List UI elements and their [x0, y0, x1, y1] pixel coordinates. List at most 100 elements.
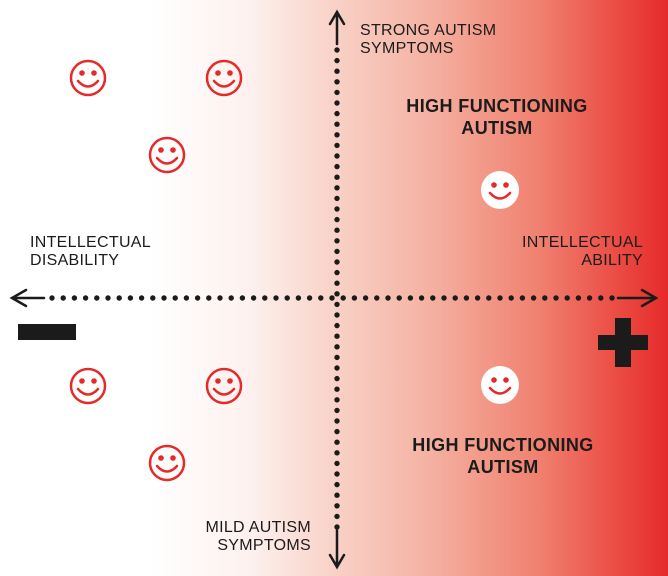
hfa-top-label: HIGH FUNCTIONING AUTISM: [406, 96, 588, 138]
axis-dot: [60, 295, 66, 301]
smiley-icon: [69, 59, 107, 97]
axis-dot: [250, 295, 257, 301]
axis-dot: [183, 295, 190, 301]
axis-dot: [334, 206, 340, 212]
axis-dot: [441, 295, 447, 301]
axis-dot: [463, 295, 470, 301]
axis-dot: [334, 312, 340, 318]
smiley-icon: [148, 444, 186, 482]
axis-dot: [508, 295, 514, 301]
axis-dot: [334, 121, 340, 127]
axis-dot: [334, 110, 340, 117]
axis-dot: [452, 295, 458, 301]
hfa-bottom-label: HIGH FUNCTIONING AUTISM: [412, 435, 594, 477]
axis-dot: [334, 513, 340, 520]
axis-dot: [334, 322, 340, 329]
strong-symptoms-label: STRONG AUTISM SYMPTOMS: [360, 22, 497, 57]
axis-dot: [295, 295, 302, 301]
axis-dot: [334, 428, 340, 435]
axis-dot: [334, 503, 340, 509]
axis-dot: [334, 100, 340, 106]
axis-dot: [396, 295, 402, 301]
axis-dot: [374, 295, 380, 301]
axis-dot: [217, 295, 223, 301]
axis-dot: [334, 142, 340, 149]
axis-dot: [407, 295, 414, 301]
axis-dot: [334, 57, 340, 64]
axis-dot: [334, 47, 340, 53]
axis-dot: [530, 295, 537, 301]
axis-dot: [273, 295, 279, 301]
axis-dot: [474, 295, 481, 301]
axis-dot: [194, 295, 201, 301]
axis-dot: [150, 295, 156, 301]
horizontal-axis-left-arrow: [9, 288, 46, 308]
axis-dot: [138, 295, 145, 301]
vertical-axis-up-arrow: [328, 9, 346, 46]
axis-dot: [172, 295, 178, 301]
axis-dot: [284, 295, 290, 301]
axis-dot: [542, 295, 548, 301]
horizontal-axis-dotted-line: [49, 295, 615, 301]
axis-dot: [598, 295, 604, 301]
minus-sign: [18, 324, 76, 340]
axis-dot: [334, 259, 340, 265]
axis-dot: [82, 295, 89, 301]
faces-layer: [69, 59, 519, 482]
axis-dot: [362, 295, 369, 301]
axis-dot: [334, 185, 340, 191]
axis-dot: [116, 295, 122, 301]
axis-dot: [334, 132, 340, 138]
axis-dot: [334, 386, 340, 392]
axis-dot: [334, 216, 340, 223]
axis-dot: [586, 295, 593, 301]
axis-dot: [334, 460, 340, 467]
smiley-white-icon: [481, 366, 519, 404]
axis-dot: [334, 269, 340, 276]
axis-dot: [334, 227, 340, 233]
axis-dot: [334, 471, 340, 477]
axis-dot: [334, 407, 340, 414]
axis-dot: [161, 295, 167, 301]
axis-dot: [430, 295, 436, 301]
smiley-icon: [148, 136, 186, 174]
axis-dot: [334, 153, 340, 159]
axis-dot: [334, 238, 340, 244]
axis-dot: [334, 174, 340, 180]
axis-dot: [553, 295, 559, 301]
axis-dot: [306, 295, 313, 301]
axis-dot: [49, 295, 55, 301]
axis-dot: [334, 291, 340, 297]
axis-dot: [334, 481, 340, 488]
axis-dot: [334, 79, 340, 85]
axis-dot: [334, 280, 340, 286]
axis-dot: [329, 295, 335, 301]
axis-dot: [334, 365, 340, 371]
axis-dot: [334, 375, 340, 382]
smiley-icon: [205, 59, 243, 97]
axis-dot: [318, 295, 324, 301]
axis-dot: [340, 295, 346, 301]
vertical-axis-down-arrow: [328, 528, 346, 570]
axis-dot: [609, 295, 615, 301]
axis-dot: [334, 248, 340, 255]
axis-dot: [564, 295, 570, 301]
axis-dot: [94, 295, 100, 301]
axis-dot: [334, 439, 340, 445]
mild-symptoms-label: MILD AUTISM SYMPTOMS: [205, 519, 311, 554]
axis-dot: [486, 295, 492, 301]
axis-dot: [334, 301, 340, 308]
axis-dot: [334, 68, 340, 74]
axis-dot: [334, 418, 340, 424]
axis-dot: [334, 450, 340, 456]
axis-dot: [71, 295, 78, 301]
axis-dot: [334, 163, 340, 170]
axis-dot: [334, 89, 340, 96]
axis-dot: [385, 295, 391, 301]
axis-dot: [334, 344, 340, 350]
axis-dot: [127, 295, 134, 301]
plus-sign: [598, 318, 648, 367]
axis-dot: [575, 295, 582, 301]
